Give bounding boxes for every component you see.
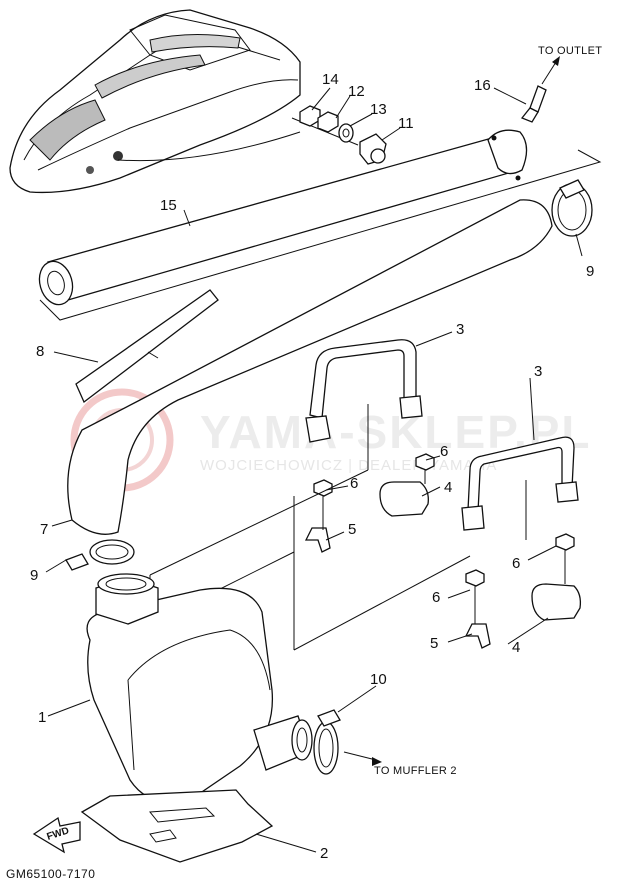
bracket-5-lower xyxy=(464,623,491,649)
bolts-6 xyxy=(313,453,575,604)
callout-12: 12 xyxy=(348,83,365,100)
callout-5-upper: 5 xyxy=(348,521,356,538)
dashed-guide-lines xyxy=(149,404,566,670)
fwd-arrow-icon: FWD xyxy=(32,816,81,854)
callout-14: 14 xyxy=(322,71,339,88)
callout-16: 16 xyxy=(474,77,491,94)
callout-numbers: 1 2 3 3 4 4 5 5 6 6 6 6 7 8 9 9 10 11 12… xyxy=(30,71,594,862)
callout-5-lower: 5 xyxy=(430,635,438,652)
callout-8: 8 xyxy=(36,343,44,360)
watercraft-hull-illustration xyxy=(9,9,301,194)
callout-11: 11 xyxy=(398,115,414,132)
callout-6-c: 6 xyxy=(432,589,440,606)
callout-2: 2 xyxy=(320,845,328,862)
nut-12 xyxy=(317,111,339,133)
callout-7: 7 xyxy=(40,521,48,538)
nut-14 xyxy=(299,105,321,127)
watermark-dealer: WOJCIECHOWICZ | DEALER YAMAHA xyxy=(200,457,497,474)
callout-13: 13 xyxy=(370,101,387,118)
hose-clamp-10 xyxy=(313,709,382,775)
callout-4-lower: 4 xyxy=(512,639,520,656)
mount-4-lower xyxy=(531,583,582,621)
callout-9-upper: 9 xyxy=(586,263,594,280)
callout-6-b: 6 xyxy=(440,443,448,460)
hose-7 xyxy=(67,199,553,535)
water-box-1 xyxy=(86,573,313,804)
note-to-muffler: TO MUFFLER 2 xyxy=(374,765,457,777)
hose-clamp-9-lower xyxy=(65,539,135,571)
callout-1: 1 xyxy=(38,709,46,726)
strap-3-right xyxy=(461,436,579,531)
plate-2 xyxy=(80,789,274,863)
callout-15: 15 xyxy=(160,197,177,214)
diagram-code: GM65100-7170 xyxy=(6,867,95,881)
note-to-outlet: TO OUTLET xyxy=(538,45,602,57)
callout-10: 10 xyxy=(370,671,387,688)
callout-9-lower: 9 xyxy=(30,567,38,584)
callout-3-left: 3 xyxy=(456,321,464,338)
callout-leaders xyxy=(45,87,583,853)
fitting-hardware-group xyxy=(291,105,387,165)
pad-8 xyxy=(75,289,219,404)
strap-3-left xyxy=(305,339,423,443)
outlet-fitting-16 xyxy=(520,56,560,123)
bracket-5-upper xyxy=(304,527,331,553)
hose-clamp-9-upper xyxy=(551,179,593,237)
hose-15 xyxy=(38,129,602,321)
callout-4-upper: 4 xyxy=(444,479,452,496)
callout-6-d: 6 xyxy=(512,555,520,572)
callout-6-a: 6 xyxy=(350,475,358,492)
mount-4-upper xyxy=(379,481,429,517)
callout-3-right: 3 xyxy=(534,363,542,380)
